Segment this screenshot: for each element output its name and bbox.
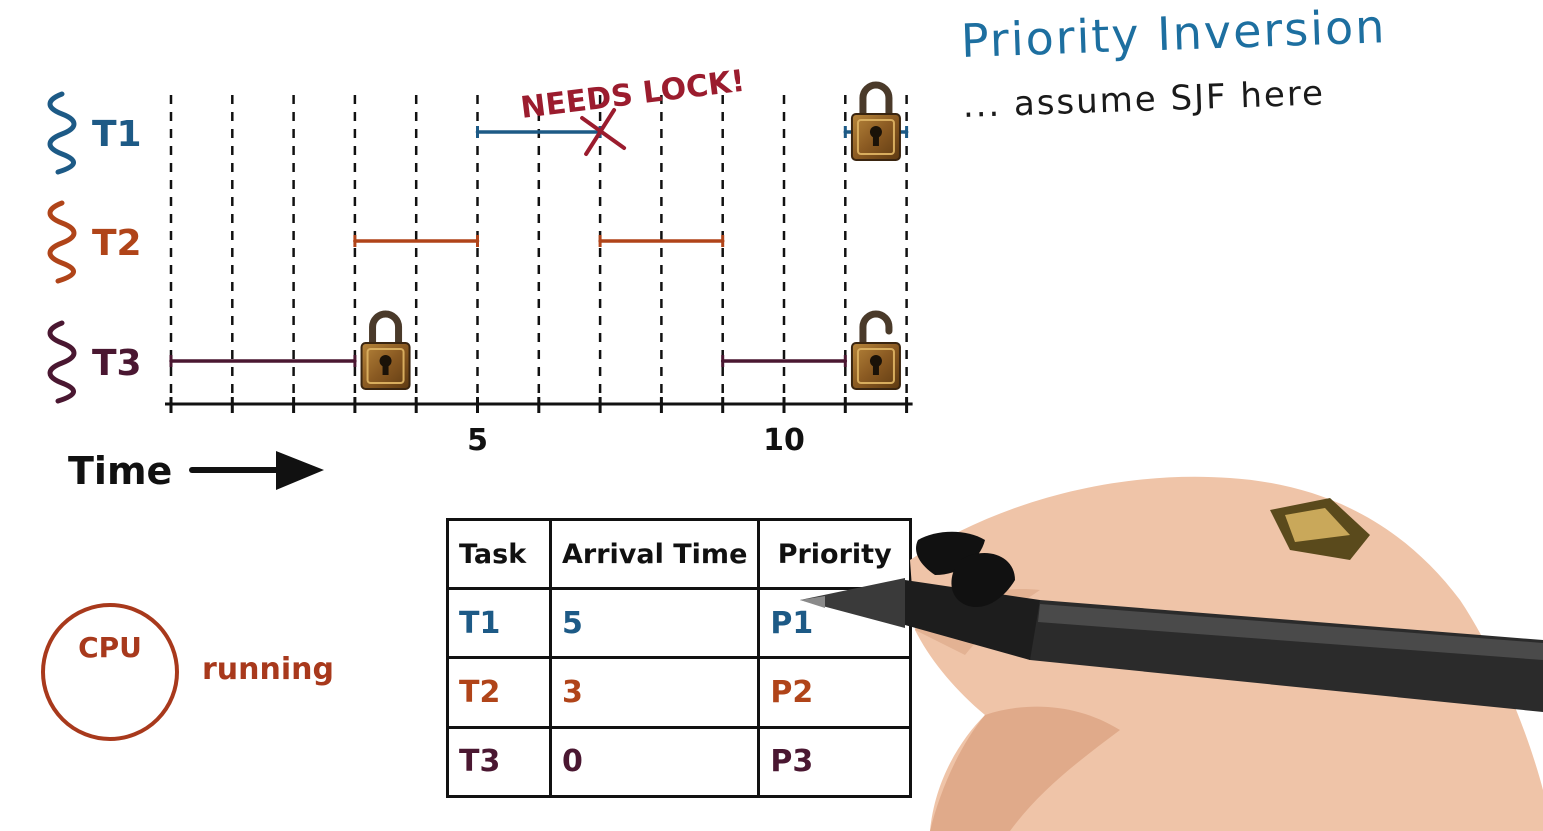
table-cell-priority: P3: [757, 725, 912, 799]
time-axis-tick-label: 5: [467, 423, 488, 458]
time-axis-tick-label: 10: [763, 423, 805, 458]
cpu-label: CPU: [78, 631, 142, 664]
task-label-text: T1: [92, 114, 142, 155]
time-axis-label: Time: [68, 449, 172, 493]
table-cell-priority: P1: [757, 586, 912, 660]
time-arrow-icon: [189, 451, 324, 490]
thread-squiggle-icon: [47, 91, 77, 175]
padlock-icon: [850, 81, 901, 161]
task-label-t3: T3: [47, 320, 142, 404]
blocked-mark-icon: [580, 116, 627, 150]
table-cell-arrival: 0: [548, 725, 761, 799]
table-cell-task: T1: [446, 586, 552, 660]
needs-lock-annotation: NEEDS LOCK!: [519, 64, 747, 126]
task-label-text: T3: [92, 343, 142, 384]
table-header-priority: Priority: [757, 518, 912, 590]
table-header-task: Task: [446, 518, 552, 590]
thread-squiggle-icon: [47, 320, 77, 404]
table-header-arrival-time: Arrival Time: [548, 518, 761, 590]
table-row: T2 3 P2: [446, 656, 912, 729]
task-label-t1: T1: [47, 91, 142, 175]
cpu-status: running: [202, 652, 334, 687]
table-cell-task: T2: [446, 656, 552, 729]
table-cell-task: T3: [446, 725, 552, 799]
task-label-t2: T2: [47, 200, 142, 284]
cpu-indicator: CPU: [41, 603, 179, 741]
table-header-row: Task Arrival Time Priority: [446, 518, 912, 590]
task-table: Task Arrival Time Priority T1 5 P1 T2 3 …: [446, 518, 912, 799]
task-label-text: T2: [92, 223, 142, 264]
table-cell-priority: P2: [757, 656, 912, 729]
padlock-icon: [360, 310, 411, 390]
table-row: T3 0 P3: [446, 725, 912, 799]
table-cell-arrival: 5: [548, 586, 761, 660]
thread-squiggle-icon: [47, 200, 77, 284]
table-row: T1 5 P1: [446, 586, 912, 660]
blocked-mark-icon: [584, 108, 617, 156]
table-cell-arrival: 3: [548, 656, 761, 729]
unlocked-padlock-icon: [850, 310, 901, 390]
